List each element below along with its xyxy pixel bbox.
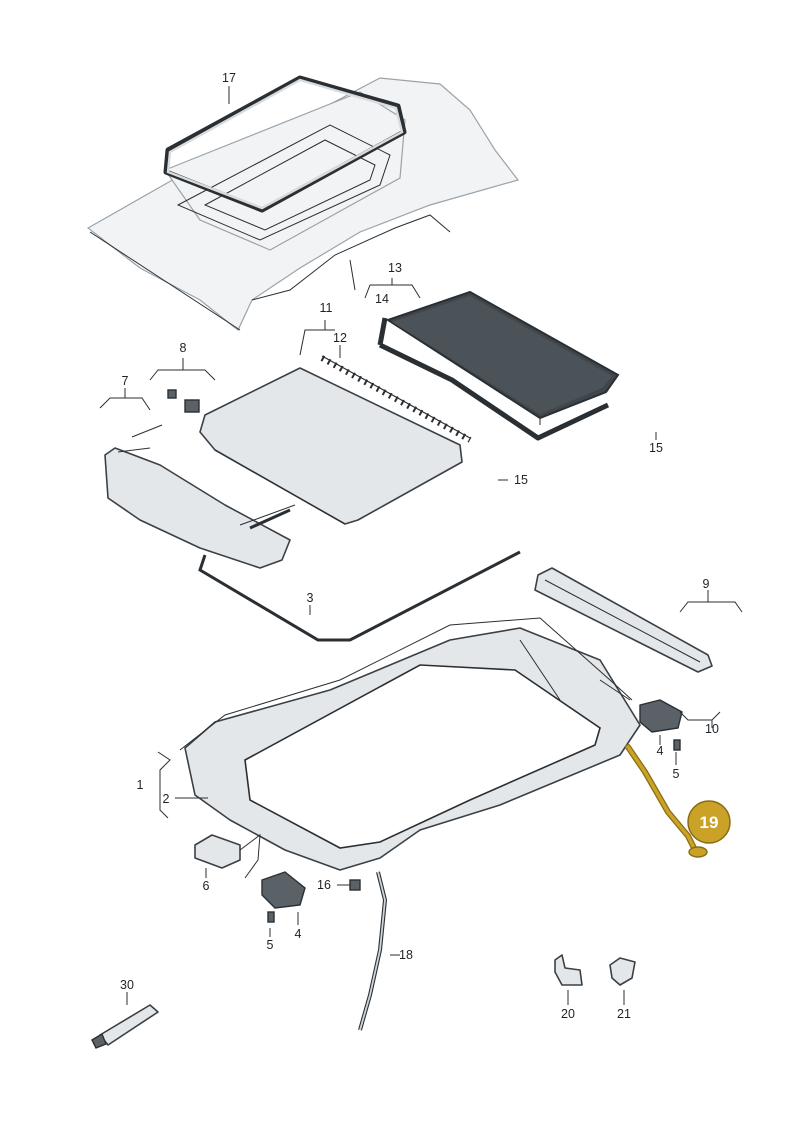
part-labels: 17 13 14 11 12 8 7 15 15 3 9 10 4 5 1 2 … xyxy=(120,71,719,1021)
label-11: 11 xyxy=(320,301,333,315)
label-1: 1 xyxy=(137,778,144,792)
label-6: 6 xyxy=(203,879,210,893)
part-11-sliding-panel xyxy=(199,367,463,525)
label-16: 16 xyxy=(317,878,331,892)
part-20-bracket xyxy=(554,954,583,986)
label-5-right: 5 xyxy=(673,767,680,781)
callout-badge xyxy=(687,800,731,844)
label-30: 30 xyxy=(120,978,134,992)
callout-19[interactable]: 19 xyxy=(687,800,731,844)
label-7: 7 xyxy=(122,374,129,388)
callout-number: 19 xyxy=(700,813,719,832)
part-21-clip xyxy=(609,957,636,986)
label-12: 12 xyxy=(333,331,347,345)
part-12-guide-strip xyxy=(320,355,472,443)
part-6-control-unit xyxy=(194,833,261,879)
part-4-motor-left xyxy=(261,871,306,909)
part-18-drain-hose xyxy=(358,871,388,1031)
label-14: 14 xyxy=(375,292,389,306)
label-17: 17 xyxy=(222,71,236,85)
label-5-left: 5 xyxy=(267,938,274,952)
part-1-2-sunroof-frame xyxy=(179,617,641,871)
part-19-drain-hose xyxy=(625,744,708,858)
label-18: 18 xyxy=(399,948,413,962)
label-10: 10 xyxy=(705,722,719,736)
part-9-roller-blind xyxy=(534,567,713,673)
label-13: 13 xyxy=(388,261,402,275)
part-14-seal-strip xyxy=(377,317,610,441)
part-13-glass-panel xyxy=(385,290,620,425)
part-4-motor-right xyxy=(639,699,683,733)
label-21: 21 xyxy=(617,1007,631,1021)
part-16-grommet xyxy=(349,879,361,891)
label-20: 20 xyxy=(561,1007,575,1021)
part-8-brackets xyxy=(167,389,200,413)
label-4-right: 4 xyxy=(657,744,664,758)
label-4-left: 4 xyxy=(295,927,302,941)
part-30-sealant-tube xyxy=(91,1004,159,1049)
label-15-upper: 15 xyxy=(514,473,528,487)
label-15-right: 15 xyxy=(649,441,663,455)
part-7-wind-deflector xyxy=(104,424,296,569)
part-3-frame-seal xyxy=(198,508,521,642)
label-2: 2 xyxy=(163,792,170,806)
label-3: 3 xyxy=(307,591,314,605)
label-8: 8 xyxy=(180,341,187,355)
label-9: 9 xyxy=(703,577,710,591)
part-5-screws xyxy=(267,739,681,923)
part-17-roof-seal xyxy=(163,75,407,213)
car-roof-illustration xyxy=(86,77,520,331)
leader-lines xyxy=(99,86,743,1005)
